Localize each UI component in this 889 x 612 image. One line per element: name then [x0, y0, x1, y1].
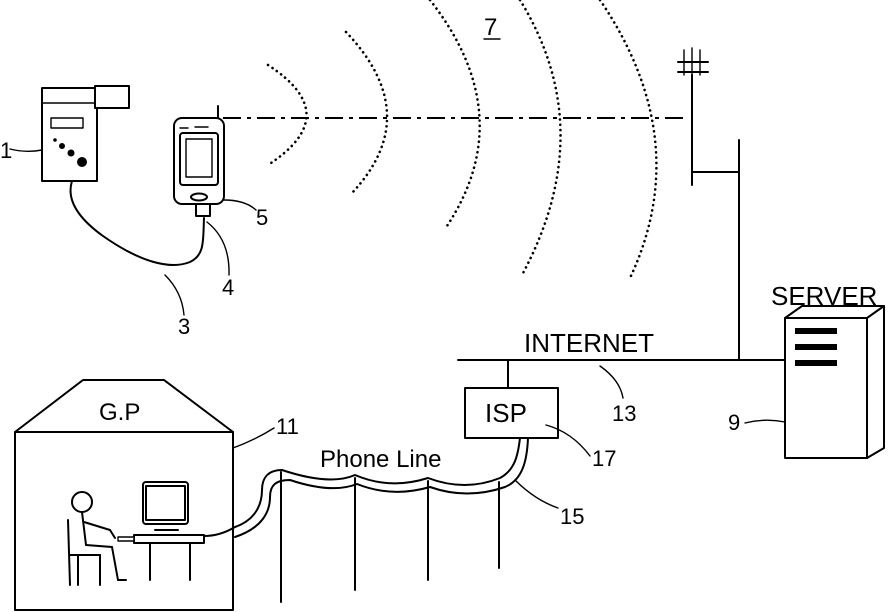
phone-line-label: Phone Line [320, 446, 441, 473]
ref-numeral-15: 15 [560, 504, 584, 529]
ref-numeral-4: 4 [222, 275, 234, 300]
server-label: SERVER [771, 281, 877, 311]
ref-numeral-3: 3 [178, 314, 190, 339]
medical-device [42, 86, 129, 181]
ref-numeral-17: 17 [592, 446, 616, 471]
isp-label: ISP [485, 398, 527, 428]
ref-numeral-11: 11 [276, 414, 299, 439]
internet-label: INTERNET [524, 328, 654, 358]
server-tower [785, 306, 884, 458]
ref-numeral-13: 13 [612, 401, 636, 426]
gp-label: G.P [99, 399, 140, 426]
handheld-terminal [174, 106, 224, 216]
antenna-mast [678, 48, 739, 360]
ref-numeral-7: 7 [484, 14, 497, 41]
ref-numeral-1: 1 [0, 138, 12, 163]
wireless-signal-waves [268, 0, 656, 278]
ref-numeral-5: 5 [256, 205, 268, 230]
ref-numeral-9: 9 [728, 410, 740, 435]
